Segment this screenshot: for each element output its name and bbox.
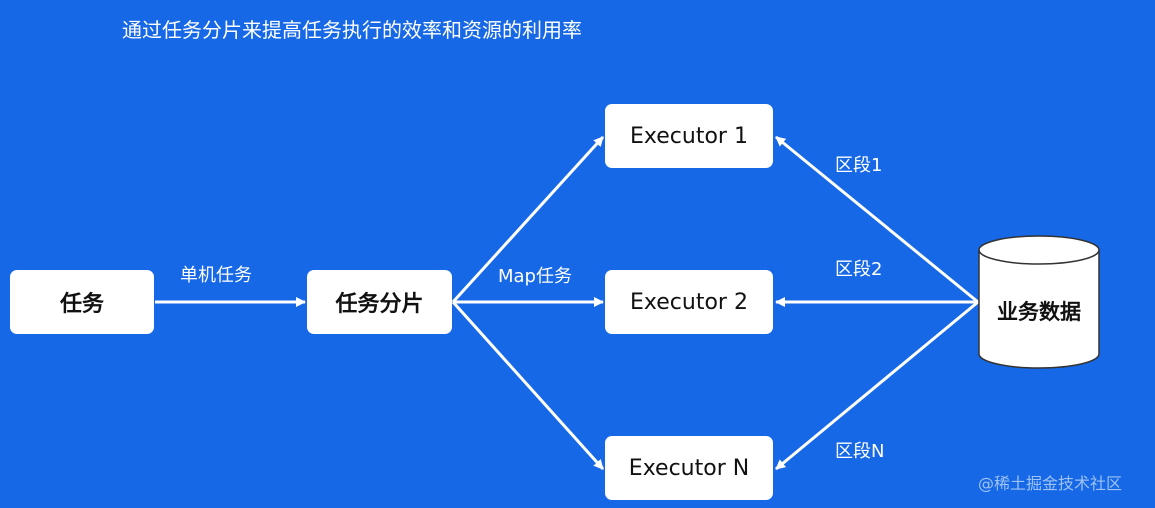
arrow-data-to-executor1 (775, 135, 979, 304)
node-task-shard: 任务分片 (307, 270, 452, 334)
node-executor-n: Executor N (605, 436, 773, 500)
node-executor-2: Executor 2 (605, 270, 773, 334)
node-task: 任务 (10, 270, 154, 334)
database-cylinder-icon (978, 235, 1100, 369)
arrow-shard-to-executor1 (451, 135, 605, 304)
edge-label-segment-1: 区段1 (835, 155, 883, 176)
page-title: 通过任务分片来提高任务执行的效率和资源的利用率 (122, 18, 582, 42)
edge-label-map-task: Map任务 (498, 266, 572, 287)
edge-label-single-task: 单机任务 (180, 265, 252, 286)
node-executor-1: Executor 1 (605, 104, 773, 168)
edge-label-segment-n: 区段N (835, 441, 885, 462)
edge-label-segment-2: 区段2 (835, 259, 883, 280)
watermark: @稀土掘金技术社区 (978, 474, 1123, 493)
arrow-shard-to-executorN (451, 300, 605, 471)
arrow-data-to-executorN (775, 300, 979, 471)
node-business-data: 业务数据 (997, 300, 1081, 324)
